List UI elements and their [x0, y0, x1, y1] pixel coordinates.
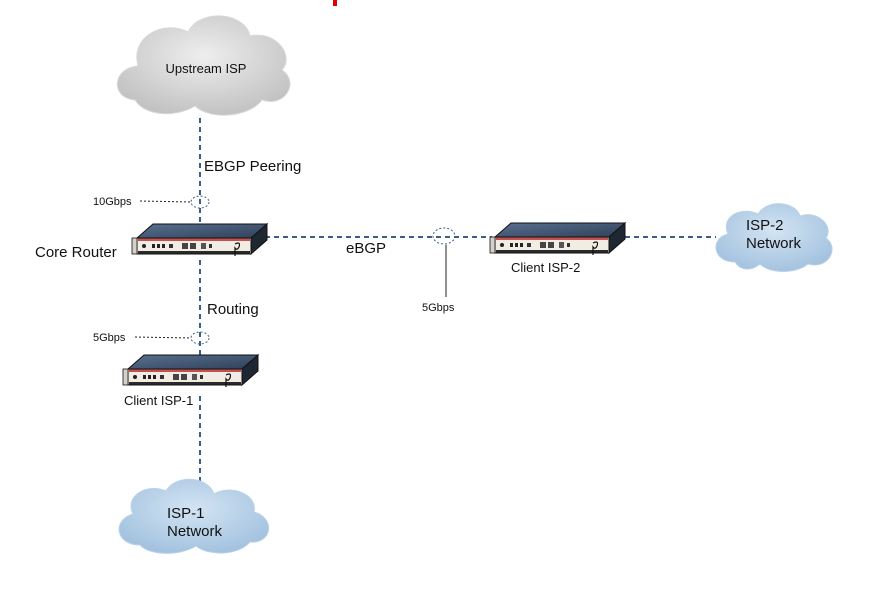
client-isp1-label: Client ISP-1 — [124, 393, 193, 408]
speed-label-5g-client1: 5Gbps — [93, 332, 126, 344]
upstream-isp-label: Upstream ISP — [166, 61, 247, 76]
upstream-isp-cloud: Upstream ISP — [116, 15, 291, 116]
speed-marker-5g-client2 — [432, 227, 456, 245]
isp1-network-label-line2: Network — [167, 523, 223, 540]
speed-marker-10g — [190, 195, 210, 209]
isp2-network-cloud: ISP-2 Network — [715, 203, 833, 272]
routing-label: Routing — [207, 301, 259, 318]
isp1-network-cloud: ISP-1 Network — [118, 478, 270, 554]
speed-label-5g-client2: 5Gbps — [422, 302, 455, 314]
core-router[interactable] — [131, 223, 268, 257]
isp1-network-label-line1: ISP-1 — [167, 505, 205, 522]
core-router-label: Core Router — [35, 244, 117, 261]
client-isp1-router[interactable] — [122, 354, 259, 388]
client-isp2-label: Client ISP-2 — [511, 260, 580, 275]
speed-marker-5g-client1 — [190, 331, 210, 345]
client-isp2-router[interactable] — [489, 222, 626, 256]
isp2-network-label-line2: Network — [746, 235, 802, 252]
ebgp-peering-label: EBGP Peering — [204, 158, 301, 175]
isp2-network-label-line1: ISP-2 — [746, 217, 784, 234]
speed-leader-5g-client1 — [134, 336, 192, 339]
ebgp-label: eBGP — [346, 240, 386, 257]
speed-leader-10g — [139, 200, 192, 203]
speed-label-10g: 10Gbps — [93, 196, 132, 208]
